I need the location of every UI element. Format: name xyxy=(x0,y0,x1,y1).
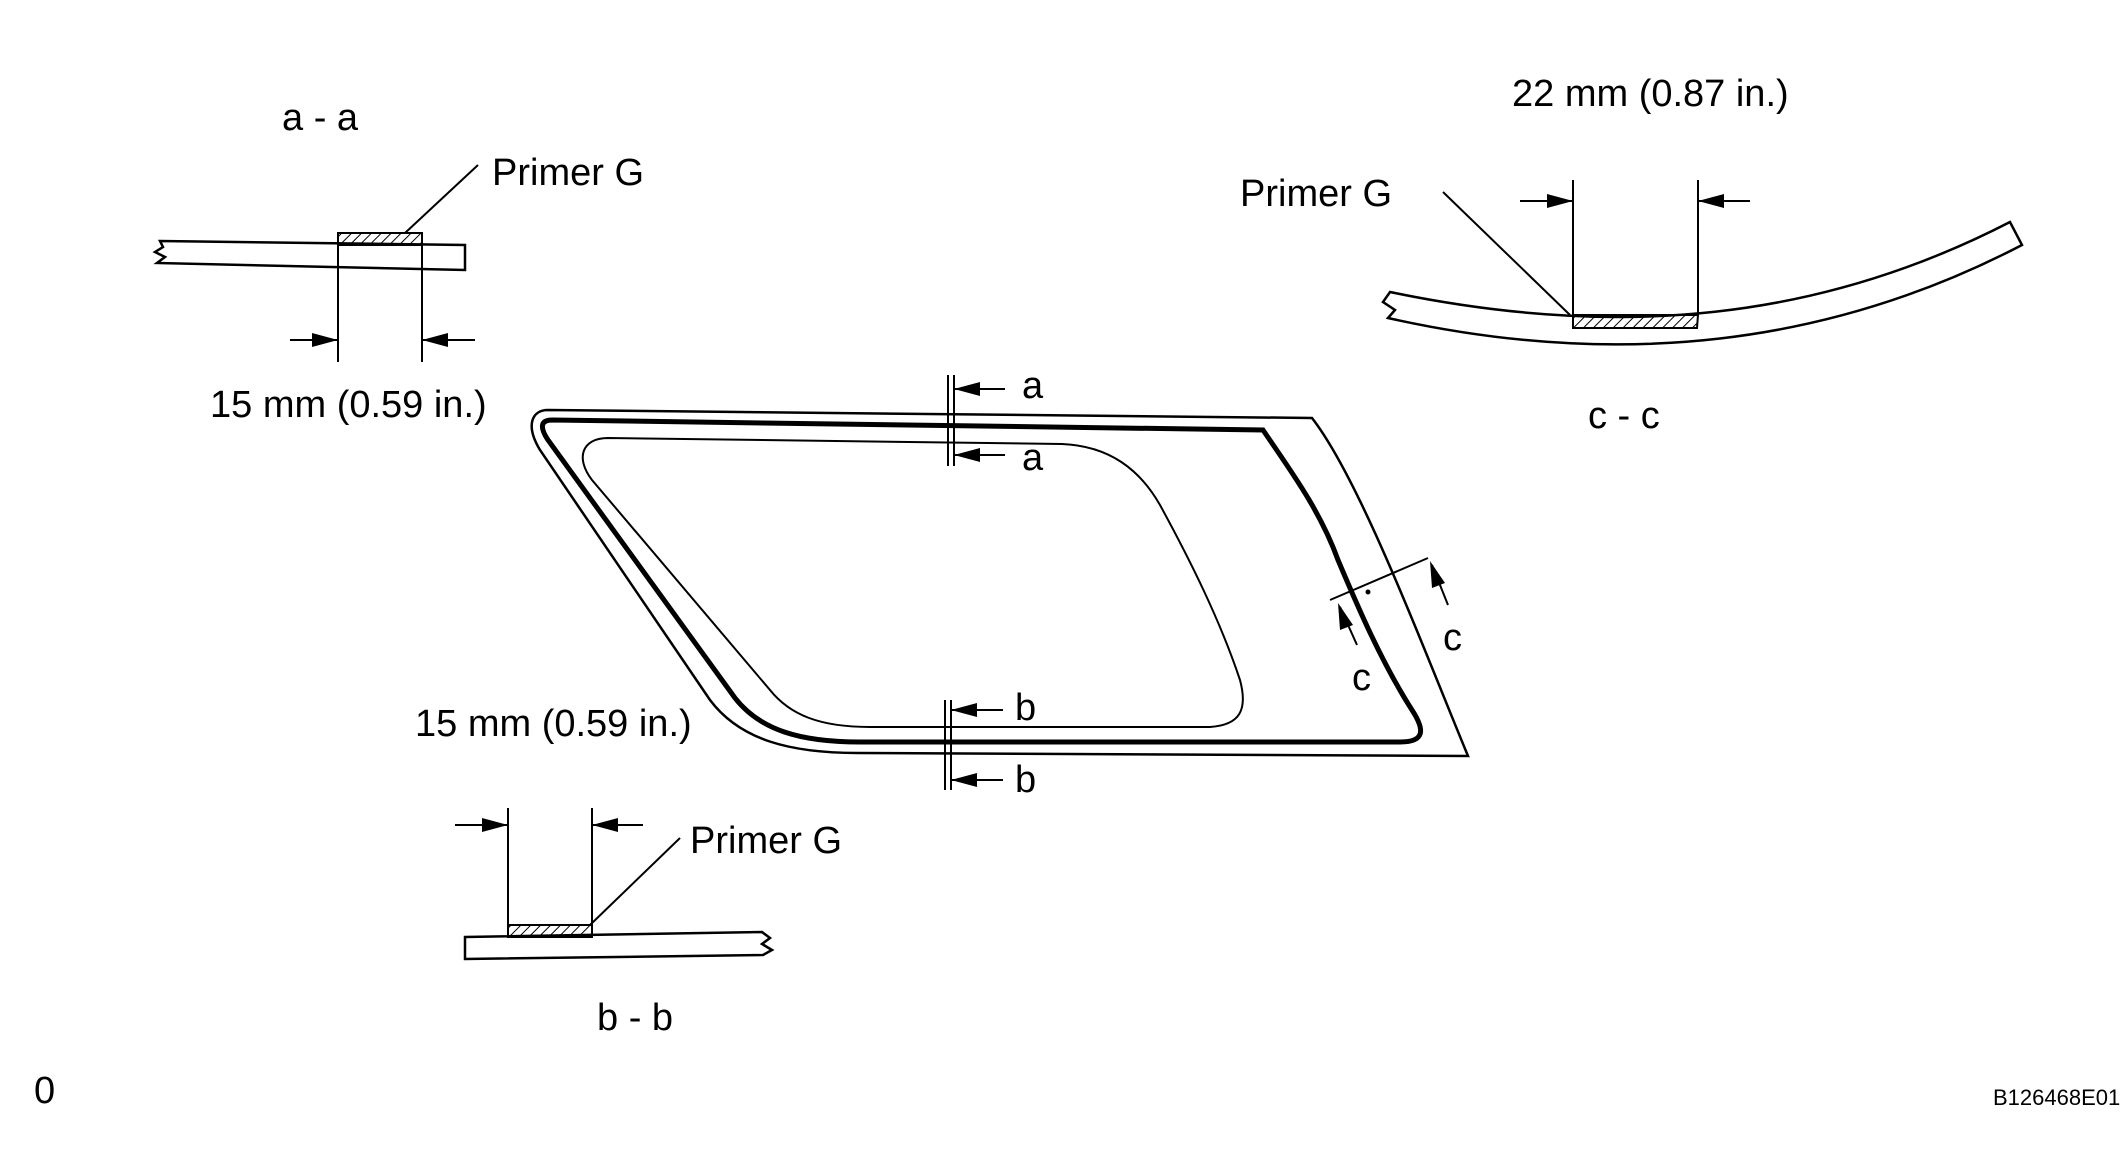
section-b-panel xyxy=(463,930,775,961)
section-c-dim-arrow-left xyxy=(1547,194,1573,208)
cut-marker-a: a a xyxy=(947,365,1044,479)
glass-outline xyxy=(530,408,1470,758)
cut-a-bottom-label: a xyxy=(1022,437,1044,479)
section-a-panel xyxy=(152,239,467,272)
section-b-detail: 15 mm (0.59 in.) Primer G b - b xyxy=(415,703,842,1039)
section-a-primer-band xyxy=(337,232,423,246)
section-c-primer-band xyxy=(1572,314,1700,329)
section-b-dim-arrow-right xyxy=(592,818,618,832)
section-b-primer-label: Primer G xyxy=(690,820,842,862)
section-a-leader xyxy=(404,164,479,234)
section-a-dim-arrow-left xyxy=(312,333,338,347)
glass-inner-opening xyxy=(581,436,1244,728)
section-b-width-label: 15 mm (0.59 in.) xyxy=(415,703,692,745)
section-c-title: c - c xyxy=(1588,395,1660,437)
cut-a-bottom-arrow xyxy=(954,448,980,462)
glass-outer-edge xyxy=(530,408,1470,758)
section-b-leader xyxy=(589,837,681,926)
cut-b-top-arrow xyxy=(951,703,977,717)
cut-marker-c: c c xyxy=(1329,557,1462,699)
footer-left-mark: 0 xyxy=(34,1070,55,1112)
section-b-title: b - b xyxy=(597,997,673,1039)
section-c-panel xyxy=(1381,220,2024,346)
cut-c-right-label: c xyxy=(1443,617,1462,659)
section-a-dim-arrow-right xyxy=(422,333,448,347)
cut-b-bottom-label: b xyxy=(1015,759,1036,801)
primer-application-line xyxy=(540,417,1424,745)
section-b-primer-band xyxy=(507,924,593,938)
cut-a-top-label: a xyxy=(1022,365,1044,407)
cut-b-bottom-arrow xyxy=(951,773,977,787)
section-c-leader xyxy=(1442,191,1571,316)
section-c-detail: 22 mm (0.87 in.) Primer G c - c xyxy=(1240,73,2024,437)
section-a-title: a - a xyxy=(282,97,359,139)
section-a-detail: a - a Primer G 15 mm (0.59 in.) xyxy=(152,97,644,426)
cut-b-top-label: b xyxy=(1015,687,1036,729)
cut-c-left-arrow xyxy=(1338,603,1353,630)
cut-c-left-label: c xyxy=(1352,657,1371,699)
section-a-width-label: 15 mm (0.59 in.) xyxy=(210,384,487,426)
section-c-primer-label: Primer G xyxy=(1240,173,1392,215)
cut-c-right-arrow xyxy=(1430,561,1445,588)
section-c-dim-arrow-right xyxy=(1698,194,1724,208)
cut-a-top-arrow xyxy=(954,382,980,396)
section-a-primer-label: Primer G xyxy=(492,152,644,194)
figure-code: B126468E01 xyxy=(1993,1085,2120,1110)
section-b-dim-arrow-left xyxy=(482,818,508,832)
section-c-width-label: 22 mm (0.87 in.) xyxy=(1512,73,1789,115)
cut-marker-b: b b xyxy=(944,687,1036,801)
cut-c-line xyxy=(1329,557,1429,601)
